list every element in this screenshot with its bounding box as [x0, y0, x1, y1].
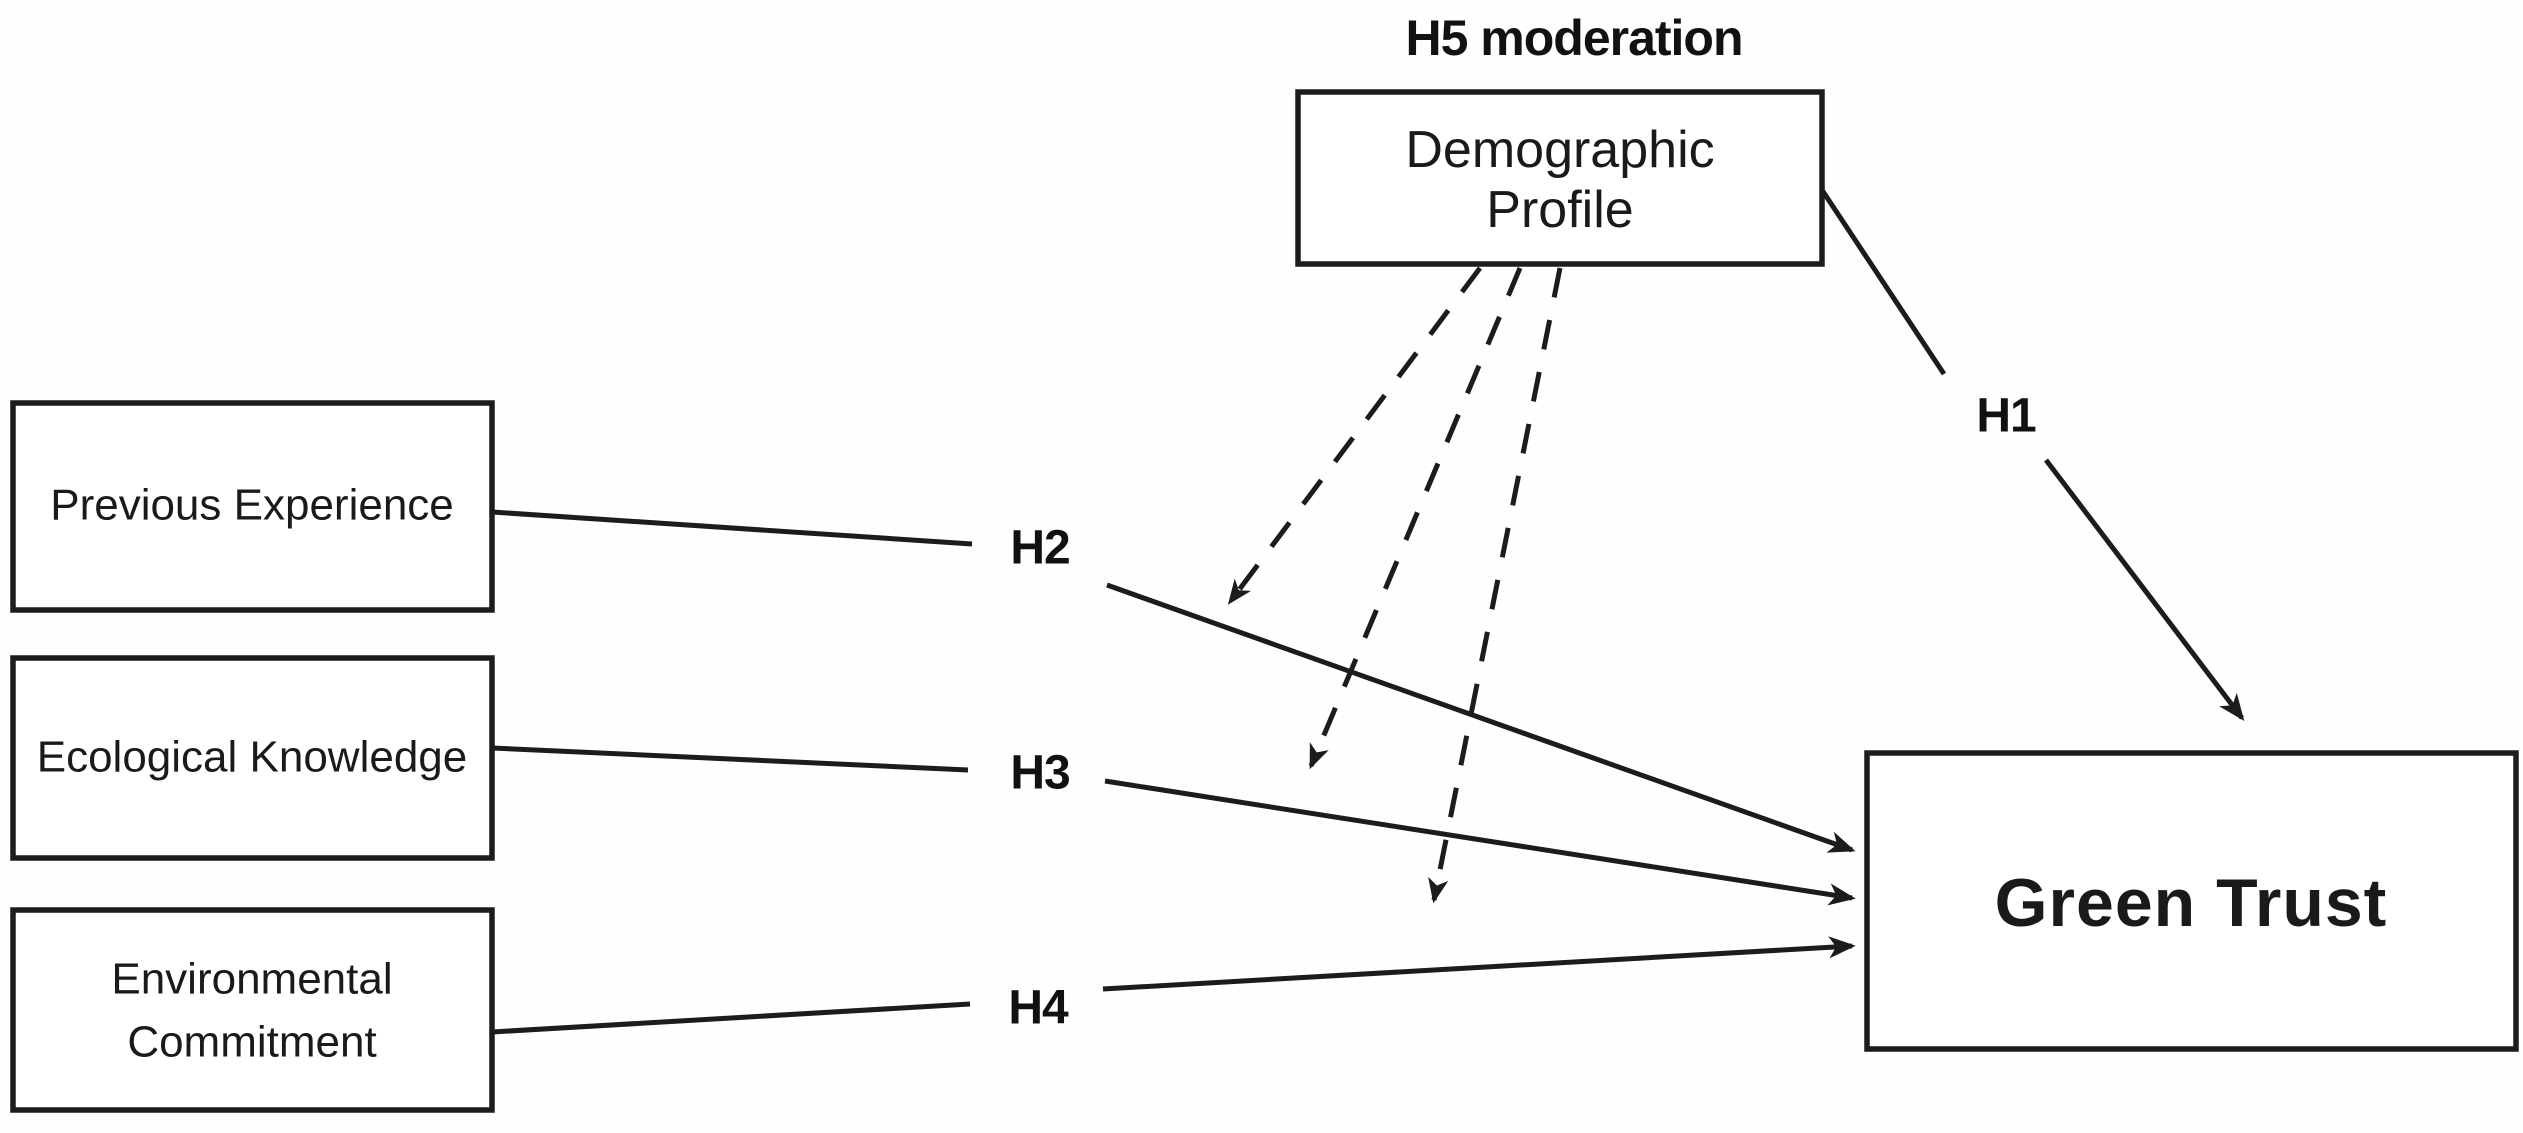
- green-trust-box: [1864, 750, 2519, 1052]
- h1-arrow-line: [2044, 458, 2245, 722]
- h4-path-left-segment: [491, 1001, 971, 1035]
- environmental-commitment-label-line2: Commitment: [127, 1018, 376, 1067]
- h1-path-upper-segment: [1819, 188, 1947, 376]
- h3-arrow-line: [1104, 778, 1856, 906]
- demographic-profile-label-line2: Profile: [1486, 181, 1633, 239]
- moderation-arrow-h2: [1227, 266, 1483, 605]
- h3-label: H3: [1010, 747, 1069, 800]
- h4-label: H4: [1008, 982, 1069, 1035]
- h2-path-left-segment: [491, 509, 973, 547]
- h1-label: H1: [1976, 390, 2036, 443]
- demographic-profile-box: [1295, 89, 1825, 267]
- moderation-arrow-h3: [1308, 267, 1523, 770]
- ecological-knowledge-label: Ecological Knowledge: [37, 733, 468, 782]
- demographic-profile-label-line1: Demographic: [1405, 121, 1714, 179]
- environmental-commitment-label-line1: Environmental: [111, 955, 392, 1004]
- ecological-knowledge-box: [10, 655, 495, 861]
- h2-arrow-line: [1106, 582, 1856, 853]
- h4-arrow-line: [1102, 936, 1856, 992]
- green-trust-label: Green Trust: [1995, 865, 2388, 941]
- moderation-arrow-h4: [1428, 267, 1563, 904]
- previous-experience-box: [10, 400, 495, 613]
- h3-path-left-segment: [491, 745, 969, 773]
- h5-moderation-label: H5 moderation: [1405, 10, 1742, 66]
- previous-experience-label: Previous Experience: [50, 481, 454, 530]
- environmental-commitment-box: [10, 907, 495, 1113]
- h2-label: H2: [1010, 522, 1069, 575]
